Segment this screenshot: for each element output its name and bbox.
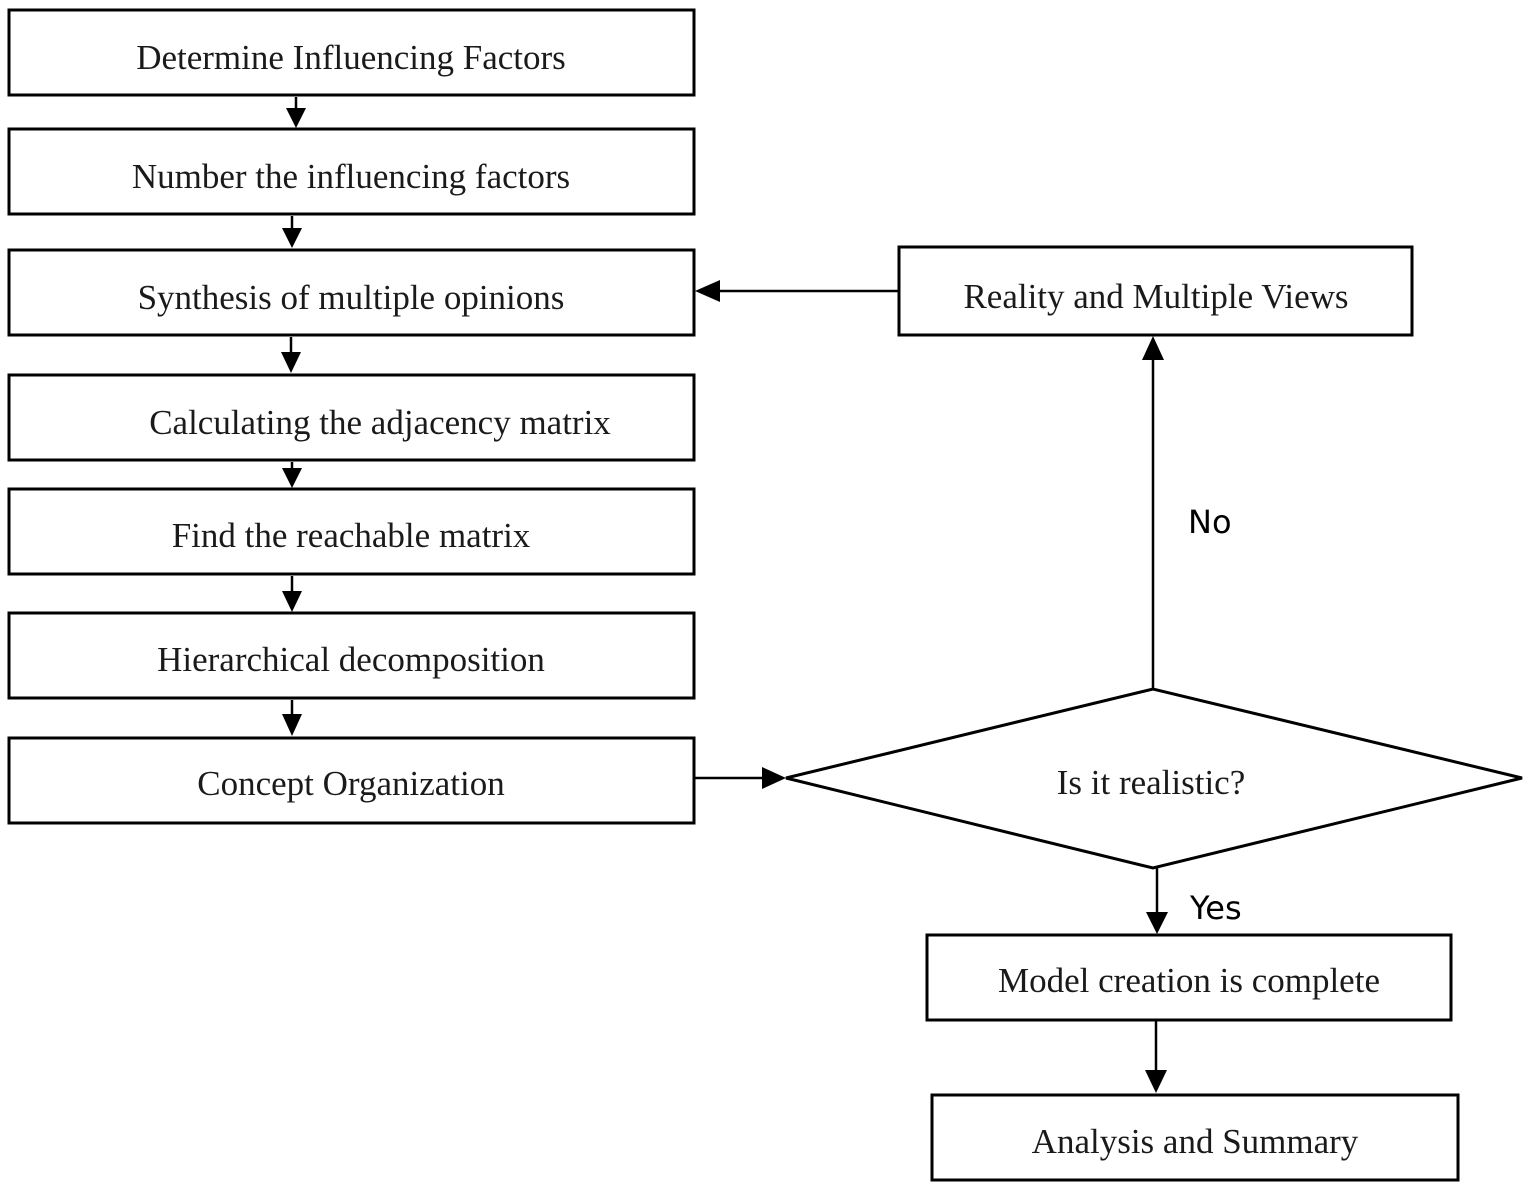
node-reality-views: Reality and Multiple Views [897, 245, 1414, 337]
edge-adjacency-to-reachable [282, 462, 302, 488]
node-decision: Is it realistic? [785, 687, 1523, 870]
arrowhead-left-icon [695, 280, 720, 302]
arrowhead-up-icon [1142, 336, 1164, 360]
node-concept-organization: Concept Organization [7, 736, 696, 825]
arrowhead-down-icon [1145, 1070, 1167, 1093]
node-adjacency-matrix: Calculating the adjacency matrix [7, 373, 696, 462]
arrowhead-down-icon [281, 352, 301, 373]
edge-synthesis-to-adjacency [281, 337, 301, 373]
node-model-complete-label: Model creation is complete [998, 961, 1380, 1000]
arrowhead-right-icon [762, 767, 786, 789]
node-number-factors: Number the influencing factors [7, 127, 696, 216]
node-adjacency-matrix-label: Calculating the adjacency matrix [149, 403, 611, 442]
edge-hierarchical-to-concept [282, 700, 302, 736]
node-analysis-summary: Analysis and Summary [930, 1093, 1460, 1182]
node-synthesis-opinions: Synthesis of multiple opinions [7, 248, 696, 337]
arrowhead-down-icon [282, 228, 302, 248]
node-determine-factors: Determine Influencing Factors [7, 8, 696, 97]
edge-model-to-analysis [1145, 1021, 1167, 1093]
arrowhead-down-icon [282, 591, 302, 612]
node-hierarchical-decomposition-label: Hierarchical decomposition [157, 640, 545, 679]
arrowhead-down-icon [282, 714, 302, 736]
node-hierarchical-decomposition: Hierarchical decomposition [7, 611, 696, 700]
node-model-complete: Model creation is complete [925, 933, 1453, 1022]
edge-number-to-synthesis [282, 216, 302, 248]
edge-label-yes: Yes [1189, 889, 1242, 927]
arrowhead-down-icon [286, 108, 306, 128]
node-concept-organization-label: Concept Organization [197, 764, 504, 803]
arrowhead-down-icon [1146, 912, 1168, 934]
edge-label-no: No [1188, 503, 1232, 541]
node-synthesis-opinions-label: Synthesis of multiple opinions [138, 278, 565, 317]
node-reachable-matrix: Find the reachable matrix [7, 487, 696, 576]
edge-concept-to-decision [694, 767, 786, 789]
node-number-factors-label: Number the influencing factors [132, 157, 570, 196]
node-reachable-matrix-label: Find the reachable matrix [172, 516, 531, 555]
edge-decision-to-reality [1142, 336, 1164, 689]
node-decision-label: Is it realistic? [1057, 763, 1246, 802]
edge-reachable-to-hierarchical [282, 576, 302, 612]
edge-reality-to-synthesis [695, 280, 899, 302]
edge-decision-to-model [1146, 868, 1168, 934]
node-analysis-summary-label: Analysis and Summary [1032, 1122, 1359, 1161]
node-determine-factors-label: Determine Influencing Factors [136, 38, 566, 77]
node-reality-views-label: Reality and Multiple Views [963, 277, 1348, 316]
arrowhead-down-icon [282, 468, 302, 488]
edge-determine-to-number [286, 97, 306, 128]
